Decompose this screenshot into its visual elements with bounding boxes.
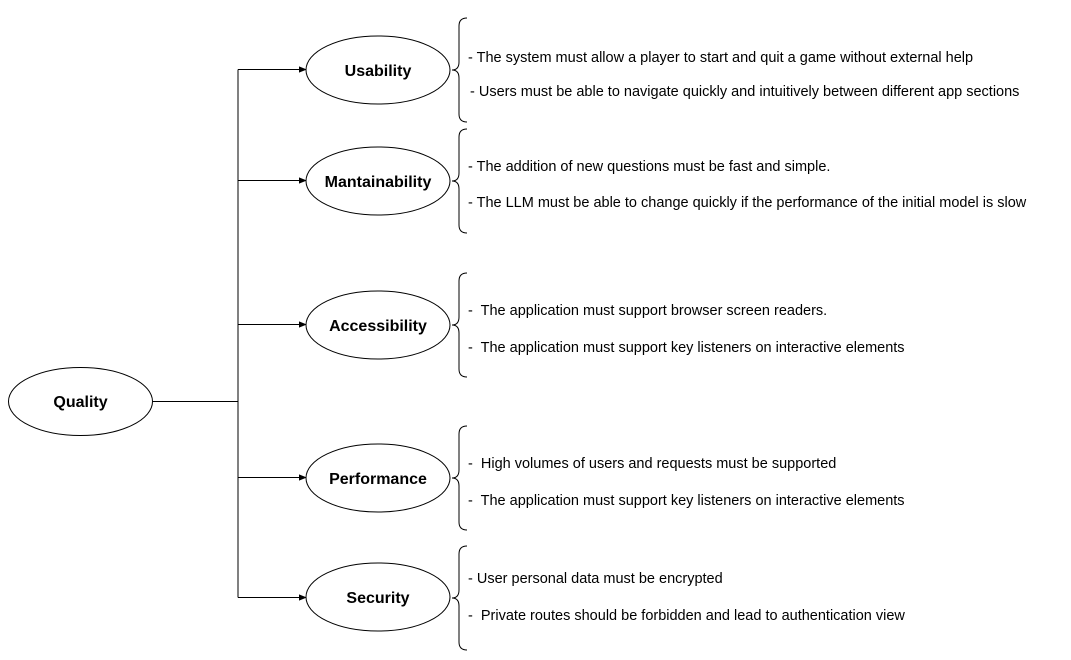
requirement-usability-2: - Users must be able to navigate quickly… xyxy=(470,84,1019,100)
category-node-security xyxy=(305,562,451,632)
requirement-accessibility-1: - The application must support browser s… xyxy=(468,303,827,319)
requirement-mantainability-2: - The LLM must be able to change quickly… xyxy=(468,195,1027,211)
root-node-shape xyxy=(8,367,153,436)
requirement-usability-1: - The system must allow a player to star… xyxy=(468,50,973,66)
category-performance: Performance - High volumes of users and … xyxy=(238,425,905,531)
category-label-usability: Usability xyxy=(345,63,412,80)
category-label-accessibility: Accessibility xyxy=(329,318,427,335)
brace-security xyxy=(451,545,468,651)
requirement-mantainability-1: - The addition of new questions must be … xyxy=(468,159,830,175)
category-label-performance: Performance xyxy=(329,471,427,488)
category-node-mantainability xyxy=(305,146,451,216)
brace-usability xyxy=(451,17,468,123)
category-label-mantainability: Mantainability xyxy=(325,174,432,191)
requirement-performance-1: - High volumes of users and requests mus… xyxy=(468,456,836,472)
category-security: Security - User personal data must be en… xyxy=(238,545,905,651)
category-node-performance xyxy=(305,443,451,513)
category-usability: Usability - The system must allow a play… xyxy=(238,17,1019,123)
brace-performance xyxy=(451,425,468,531)
category-label-security: Security xyxy=(346,590,409,607)
requirement-performance-2: - The application must support key liste… xyxy=(468,493,905,509)
brace-accessibility xyxy=(451,272,468,378)
root-node: Quality xyxy=(8,367,153,436)
category-node-accessibility xyxy=(305,290,451,360)
brace-mantainability xyxy=(451,128,468,234)
category-node-usability xyxy=(305,35,451,105)
requirement-security-2: - Private routes should be forbidden and… xyxy=(468,608,905,624)
category-accessibility: Accessibility - The application must sup… xyxy=(238,272,905,378)
root-node-label: Quality xyxy=(53,394,107,411)
requirement-security-1: - User personal data must be encrypted xyxy=(468,571,723,587)
requirement-accessibility-2: - The application must support key liste… xyxy=(468,340,905,356)
category-mantainability: Mantainability - The addition of new que… xyxy=(238,128,1027,234)
